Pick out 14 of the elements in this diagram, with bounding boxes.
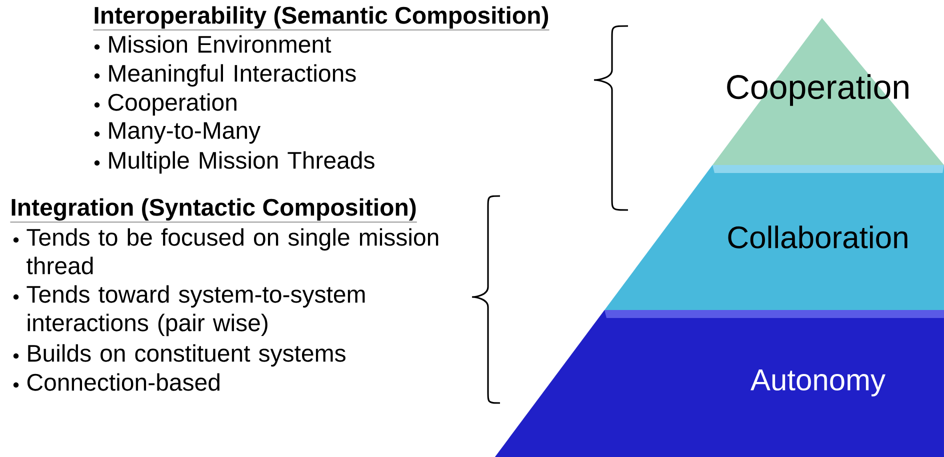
pyramid-tier: Autonomy	[494, 310, 944, 457]
heading: Integration (Syntactic Composition)	[10, 198, 418, 222]
bullet-item: Mission Environment	[94, 35, 332, 53]
bullet-item: Meaningful Interactions	[94, 64, 356, 87]
pyramid-tier: Cooperation	[712, 18, 944, 165]
heading: Interoperability (Semantic Composition)	[93, 6, 550, 30]
pyramid-tier: Collaboration	[604, 165, 944, 310]
bullet-item: Many-to-Many	[94, 122, 261, 144]
bullet-item: Builds on constituent systems	[13, 344, 346, 367]
bullet-item: Connection-based	[13, 373, 220, 391]
bullet-item: Tends toward system-to-system interactions (pair wise)	[13, 285, 365, 336]
bullet-item: Tends to be focused on single mission thread	[13, 228, 438, 274]
bullet-item: Cooperation	[94, 93, 236, 116]
bullet-item: Multiple Mission Threads	[94, 151, 374, 174]
